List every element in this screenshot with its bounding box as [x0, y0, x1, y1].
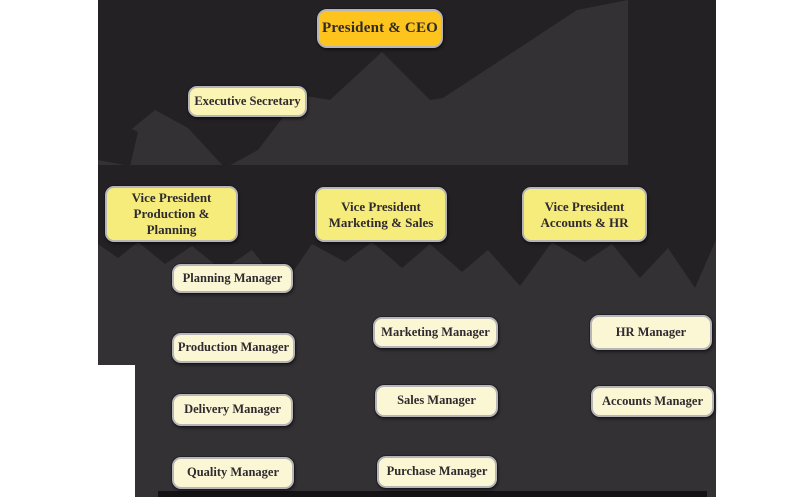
- node-label: Executive Secretary: [194, 93, 301, 108]
- org-node-accounts-manager: Accounts Manager: [591, 386, 714, 417]
- backdrop-left-wedge: [98, 112, 138, 166]
- org-node-marketing-manager: Marketing Manager: [373, 317, 498, 348]
- node-label: President & CEO: [321, 20, 439, 37]
- node-label: HR Manager: [615, 324, 687, 339]
- node-label-line2: Accounts & HR: [540, 214, 629, 230]
- org-node-hr-manager: HR Manager: [590, 315, 712, 350]
- org-node-planning-manager: Planning Manager: [172, 264, 293, 293]
- node-label: Marketing Manager: [381, 324, 490, 339]
- node-label-line2: Marketing & Sales: [328, 214, 434, 230]
- node-label-line2: Production & Planning: [133, 206, 210, 237]
- org-node-executive-secretary: Executive Secretary: [188, 86, 307, 117]
- backdrop-bottom-strip: [158, 491, 707, 497]
- node-label: Planning Manager: [182, 270, 283, 285]
- node-label: Production Manager: [177, 340, 290, 355]
- org-node-vp-marketing-sales: Vice President Marketing & Sales: [315, 187, 447, 242]
- org-node-president-ceo: President & CEO: [317, 9, 443, 48]
- node-label-line1: Vice President: [341, 198, 421, 214]
- node-label: Delivery Manager: [184, 402, 281, 417]
- node-label-line1: Vice President: [131, 190, 212, 206]
- org-node-production-manager: Production Manager: [172, 333, 295, 363]
- org-node-vp-production-planning: Vice President Production & Planning: [105, 186, 238, 242]
- org-node-sales-manager: Sales Manager: [375, 385, 498, 417]
- node-label-line1: Vice President: [544, 198, 625, 214]
- node-label: Purchase Manager: [386, 464, 488, 479]
- backdrop-top-band: [98, 0, 628, 168]
- backdrop-right-column: [628, 0, 716, 170]
- org-node-vp-accounts-hr: Vice President Accounts & HR: [522, 187, 647, 242]
- org-node-quality-manager: Quality Manager: [172, 457, 294, 489]
- node-label: Accounts Manager: [601, 393, 704, 408]
- org-node-delivery-manager: Delivery Manager: [172, 394, 293, 426]
- node-label: Quality Manager: [186, 465, 279, 480]
- node-label: Sales Manager: [397, 393, 476, 408]
- org-node-purchase-manager: Purchase Manager: [377, 456, 497, 488]
